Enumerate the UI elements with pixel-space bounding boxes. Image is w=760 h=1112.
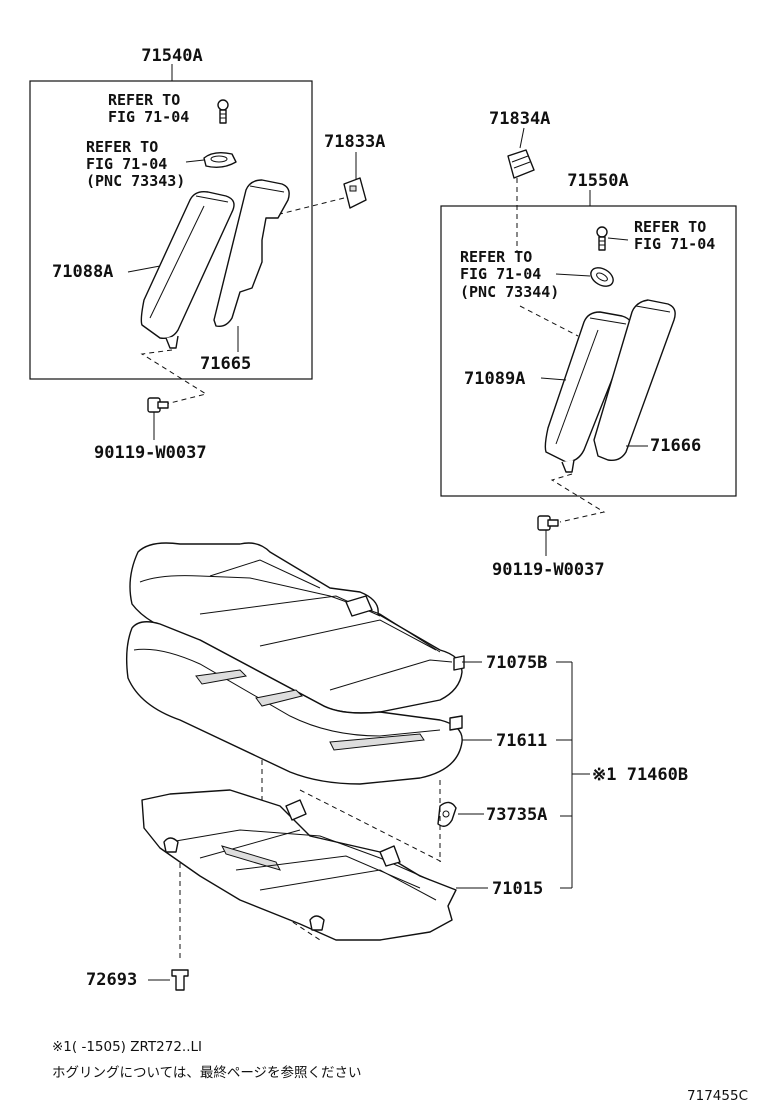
- label-71665[interactable]: 71665: [200, 354, 251, 374]
- label-71666[interactable]: 71666: [650, 436, 701, 456]
- back-cover-right: [593, 299, 676, 462]
- label-71833A[interactable]: 71833A: [324, 132, 385, 152]
- bracket-71834A: [507, 149, 535, 179]
- label-90119-W0037-right[interactable]: 90119-W0037: [492, 560, 605, 580]
- label-refer-clip-right-3: (PNC 73344): [460, 283, 559, 301]
- cushion-frame: [141, 789, 457, 941]
- label-71460B[interactable]: ※1 71460B: [592, 765, 688, 785]
- label-72693[interactable]: 72693: [86, 970, 137, 990]
- label-refer-clip-left-2: FIG 71-04: [86, 155, 167, 173]
- clip-icon-left: [203, 151, 237, 169]
- back-pad-left: [140, 190, 235, 349]
- label-71834A[interactable]: 71834A: [489, 109, 550, 129]
- label-71540A[interactable]: 71540A: [141, 46, 202, 66]
- label-71075B[interactable]: 71075B: [486, 653, 547, 673]
- back-pad-right: [544, 311, 633, 473]
- cushion-pad: [125, 621, 463, 785]
- screw-icon-left: [147, 397, 169, 413]
- label-90119-W0037-left[interactable]: 90119-W0037: [94, 443, 207, 463]
- figure-id: 717455C: [687, 1088, 748, 1104]
- footnote-2: ホグリングについては、最終ページを参照ください: [52, 1064, 362, 1081]
- label-refer-bolt-left-1: REFER TO: [108, 91, 180, 109]
- label-refer-clip-right-2: FIG 71-04: [460, 265, 541, 283]
- label-71015[interactable]: 71015: [492, 879, 543, 899]
- back-cover-left: [213, 179, 290, 328]
- label-73735A[interactable]: 73735A: [486, 805, 547, 825]
- assy-left-box: [29, 80, 313, 380]
- bolt-icon-left: [217, 99, 229, 124]
- label-refer-bolt-left-2: FIG 71-04: [108, 108, 189, 126]
- label-71088A[interactable]: 71088A: [52, 262, 113, 282]
- bracket-71833A: [343, 177, 367, 209]
- clip-icon-bottom: [171, 969, 189, 991]
- label-refer-bolt-right-1: REFER TO: [634, 218, 706, 236]
- screw-icon-right: [537, 515, 559, 531]
- label-71611[interactable]: 71611: [496, 731, 547, 751]
- hog-ring-icon: [437, 801, 457, 827]
- label-refer-bolt-right-2: FIG 71-04: [634, 235, 715, 253]
- label-71089A[interactable]: 71089A: [464, 369, 525, 389]
- label-refer-clip-left-1: REFER TO: [86, 138, 158, 156]
- assy-right-box: [440, 205, 737, 497]
- footnote-1: ※1( -1505) ZRT272..LI: [52, 1039, 202, 1055]
- bolt-icon-right: [596, 226, 608, 251]
- label-71550A[interactable]: 71550A: [567, 171, 628, 191]
- cushion-cover: [129, 542, 465, 714]
- label-refer-clip-left-3: (PNC 73343): [86, 172, 185, 190]
- clip-icon-right: [590, 267, 614, 287]
- label-refer-clip-right-1: REFER TO: [460, 248, 532, 266]
- assembly-bracket: [556, 661, 590, 889]
